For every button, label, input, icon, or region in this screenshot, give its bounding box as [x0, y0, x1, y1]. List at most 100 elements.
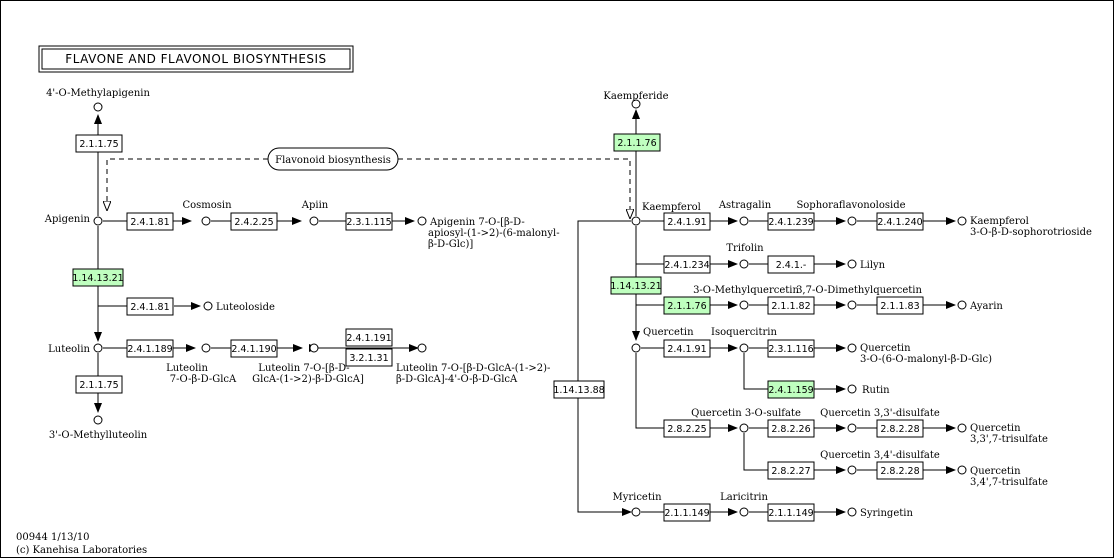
- node-kaempferol[interactable]: [631, 216, 641, 226]
- node-luteolin[interactable]: [93, 343, 103, 353]
- label-quercetin-33-trisulfate-2: 3,3',7-trisulfate: [970, 434, 1048, 445]
- enzyme-box[interactable]: 1.14.13.88: [553, 380, 605, 399]
- enzyme-box[interactable]: 2.1.1.76: [663, 296, 711, 315]
- node-apiin[interactable]: [309, 216, 319, 226]
- footer-copyright: (c) Kanehisa Laboratories: [16, 545, 147, 556]
- node-astragalin[interactable]: [739, 216, 749, 226]
- enzyme-box[interactable]: 2.1.1.83: [876, 296, 924, 315]
- node-luteolin-glca[interactable]: [201, 343, 211, 353]
- node-kaempferol-soph[interactable]: [957, 216, 967, 226]
- svg-text:2.4.1.-: 2.4.1.-: [776, 260, 807, 271]
- enzyme-box[interactable]: 3.2.1.31: [345, 348, 393, 367]
- svg-text:2.1.1.82: 2.1.1.82: [771, 301, 810, 312]
- node-lilyn[interactable]: [847, 259, 857, 269]
- enzyme-box[interactable]: 2.4.1.81: [126, 212, 174, 231]
- label-apigenin-malonyl-3: β-D-Glc)]: [428, 239, 473, 250]
- title-text: FLAVONE AND FLAVONOL BIOSYNTHESIS: [65, 52, 326, 66]
- node-quercetin-sulfate[interactable]: [739, 423, 749, 433]
- node-quercetin[interactable]: [631, 343, 641, 353]
- label-quercetin-malonyl-1: Quercetin: [860, 343, 911, 354]
- enzyme-box[interactable]: 2.4.1.240: [876, 212, 924, 231]
- enzyme-box[interactable]: 2.4.1.239: [767, 212, 815, 231]
- enzyme-box[interactable]: 2.8.2.28: [876, 461, 924, 480]
- node-methylapigenin[interactable]: [93, 102, 103, 112]
- node-trifolin[interactable]: [739, 259, 749, 269]
- svg-text:2.4.1.159: 2.4.1.159: [768, 385, 813, 396]
- node-luteoloside[interactable]: [203, 301, 213, 311]
- svg-text:2.1.1.75: 2.1.1.75: [79, 380, 118, 391]
- enzyme-box[interactable]: 2.1.1.149: [663, 503, 711, 522]
- svg-text:2.4.1.234: 2.4.1.234: [664, 260, 709, 271]
- node-quercetin-33-disulfate[interactable]: [847, 423, 857, 433]
- enzyme-box[interactable]: 2.4.1.81: [126, 297, 174, 316]
- node-laricitrin[interactable]: [739, 507, 749, 517]
- enzyme-box[interactable]: 2.1.1.149: [767, 503, 815, 522]
- enzyme-box[interactable]: 1.14.13.21: [72, 268, 124, 287]
- node-methylquercetin[interactable]: [739, 300, 749, 310]
- label-luteolin: Luteolin: [48, 344, 90, 355]
- svg-text:2.4.1.91: 2.4.1.91: [667, 344, 706, 355]
- enzyme-box[interactable]: 2.4.1.91: [663, 212, 711, 231]
- svg-text:1.14.13.21: 1.14.13.21: [610, 281, 661, 292]
- enzyme-box[interactable]: 2.4.1.159: [767, 380, 815, 399]
- label-kaempferol-soph-1: Kaempferol: [970, 216, 1029, 227]
- enzyme-box[interactable]: 2.4.2.25: [230, 212, 278, 231]
- label-luteoloside: Luteoloside: [216, 302, 275, 313]
- node-ayarin[interactable]: [957, 300, 967, 310]
- node-apigenin[interactable]: [93, 216, 103, 226]
- enzyme-box[interactable]: 1.14.13.21: [610, 276, 662, 295]
- node-isoquercitrin[interactable]: [739, 343, 749, 353]
- node-quercetin-34-disulfate[interactable]: [847, 465, 857, 475]
- svg-text:1.14.13.88: 1.14.13.88: [553, 385, 604, 396]
- enzyme-box[interactable]: 2.1.1.75: [75, 134, 123, 153]
- enzyme-box[interactable]: 2.4.1.-: [767, 255, 815, 274]
- enzyme-box[interactable]: 2.4.1.234: [663, 255, 711, 274]
- node-myricetin[interactable]: [631, 507, 641, 517]
- svg-text:2.8.2.26: 2.8.2.26: [771, 424, 810, 435]
- enzyme-box[interactable]: 2.8.2.25: [663, 419, 711, 438]
- svg-text:1.14.13.21: 1.14.13.21: [72, 273, 123, 284]
- enzyme-box[interactable]: 2.1.1.76: [613, 133, 661, 152]
- node-sophoraflavonoloside[interactable]: [847, 216, 857, 226]
- label-apigenin-malonyl-2: apiosyl-(1->2)-(6-malonyl-: [428, 228, 560, 239]
- label-syringetin: Syringetin: [860, 508, 913, 519]
- node-luteolin-diglca[interactable]: [309, 343, 319, 353]
- node-apigenin-malonyl[interactable]: [417, 216, 427, 226]
- map-link-flavonoid-biosynthesis[interactable]: Flavonoid biosynthesis: [267, 147, 399, 171]
- label-luteolin-triglca-1: Luteolin 7-O-[β-D-GlcA-(1->2)-: [396, 363, 550, 374]
- svg-text:2.4.1.190: 2.4.1.190: [231, 344, 276, 355]
- node-kaempferide[interactable]: [631, 99, 641, 109]
- label-kaempferol-soph-2: 3-O-β-D-sophorotrioside: [970, 227, 1092, 238]
- enzyme-box[interactable]: 2.8.2.27: [767, 461, 815, 480]
- enzyme-box[interactable]: 2.4.1.190: [230, 339, 278, 358]
- node-quercetin-33-trisulfate[interactable]: [957, 423, 967, 433]
- enzyme-box[interactable]: 2.3.1.116: [767, 339, 815, 358]
- label-quercetin-34-disulfate: Quercetin 3,4'-disulfate: [820, 450, 940, 461]
- svg-text:2.1.1.149: 2.1.1.149: [768, 508, 813, 519]
- node-quercetin-34-trisulfate[interactable]: [957, 465, 967, 475]
- map-title: FLAVONE AND FLAVONOL BIOSYNTHESIS: [38, 45, 354, 73]
- enzyme-box[interactable]: 2.4.1.91: [663, 339, 711, 358]
- node-luteolin-triglca[interactable]: [417, 343, 427, 353]
- node-dimethylquercetin[interactable]: [847, 300, 857, 310]
- node-quercetin-malonyl[interactable]: [847, 343, 857, 353]
- node-methylluteolin[interactable]: [93, 415, 103, 425]
- enzyme-box[interactable]: 2.4.1.189: [126, 339, 174, 358]
- label-cosmosin: Cosmosin: [182, 200, 232, 211]
- compound-nodes: [93, 99, 967, 517]
- svg-text:2.4.1.81: 2.4.1.81: [130, 217, 169, 228]
- node-rutin[interactable]: [847, 384, 857, 394]
- enzyme-box[interactable]: 2.8.2.28: [876, 419, 924, 438]
- node-cosmosin[interactable]: [201, 216, 211, 226]
- enzyme-box[interactable]: 2.1.1.75: [75, 375, 123, 394]
- enzyme-box[interactable]: 2.1.1.82: [767, 296, 815, 315]
- label-myricetin: Myricetin: [612, 492, 662, 503]
- enzyme-box[interactable]: 2.3.1.115: [345, 212, 393, 231]
- label-rutin: Rutin: [862, 385, 890, 396]
- footer: 00944 1/13/10 (c) Kanehisa Laboratories: [16, 532, 147, 556]
- node-syringetin[interactable]: [847, 507, 857, 517]
- enzyme-box[interactable]: 2.4.1.191: [345, 328, 393, 347]
- label-dimethylquercetin: 3,7-O-Dimethylquercetin: [796, 285, 922, 296]
- enzyme-box[interactable]: 2.8.2.26: [767, 419, 815, 438]
